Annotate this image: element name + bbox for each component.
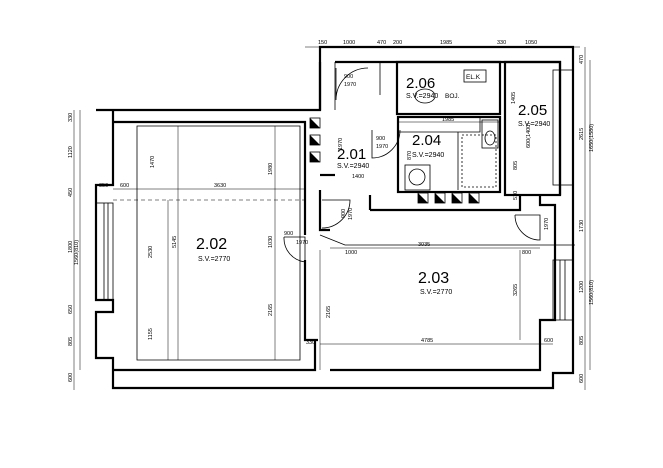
dim-350: 350 xyxy=(99,183,108,189)
dim-right-5: 1560(810) xyxy=(589,280,595,305)
dim-600b: 600 xyxy=(544,338,553,344)
dim-900d: 900 xyxy=(341,209,347,218)
windows xyxy=(95,69,574,321)
dim-top-4: 1985 xyxy=(440,40,452,46)
dim-1970e: 1970 xyxy=(544,218,550,230)
dim-1155: 1155 xyxy=(148,328,154,340)
room-2-01-height: S.V.=2940 xyxy=(337,163,369,170)
dim-right-4: 1200 xyxy=(579,281,585,293)
dim-left-6: 805 xyxy=(68,337,74,346)
dims-top: 150 1000 470 200 1985 330 1050 xyxy=(318,40,537,46)
dim-1470: 1470 xyxy=(150,156,156,168)
dim-top-2: 470 xyxy=(377,40,386,46)
dim-600a: 600 xyxy=(120,183,129,189)
dim-1030: 1030 xyxy=(268,236,274,248)
room-2-01-label: 2.01 xyxy=(337,146,366,163)
dim-top-3: 200 xyxy=(393,40,402,46)
tag-boj: BOJ. xyxy=(445,93,460,100)
dim-right-6: 805 xyxy=(579,336,585,345)
dim-top-0: 150 xyxy=(318,40,327,46)
dimension-lines xyxy=(73,46,591,390)
dim-900b: 900 xyxy=(376,136,385,142)
room-2-05-height: S.V.=2940 xyxy=(518,121,550,128)
dim-2165a: 2165 xyxy=(268,304,274,316)
room-2-02-label: 2.02 xyxy=(196,236,227,253)
dims-right: 470 2615 1650(1580) 1730 1200 1560(810) … xyxy=(579,55,595,383)
dim-right-7: 600 xyxy=(579,374,585,383)
dims-left: 330 1120 450 1800 1560(810) 650 805 600 xyxy=(68,113,80,382)
dim-left-7: 600 xyxy=(68,373,74,382)
room-2-06-height: S.V.=2940 xyxy=(406,93,438,100)
dim-510: 510 xyxy=(513,191,519,200)
dim-805: 805 xyxy=(513,161,519,170)
dim-870: 870 xyxy=(407,151,413,160)
dim-1000: 1000 xyxy=(345,250,357,256)
dim-right-3: 1730 xyxy=(579,220,585,232)
dim-1970b: 1970 xyxy=(376,144,388,150)
dim-top-6: 1050 xyxy=(525,40,537,46)
dim-1405: 1405 xyxy=(511,92,517,104)
room-2-03-label: 2.03 xyxy=(418,270,449,287)
dim-top-1: 1000 xyxy=(343,40,355,46)
dim-600-1400: 600(1400) xyxy=(526,123,532,148)
dim-left-2: 450 xyxy=(68,188,74,197)
dim-1970f: 1970 xyxy=(338,138,344,150)
dim-left-1: 1120 xyxy=(68,146,74,158)
dim-330: 330 xyxy=(306,340,315,346)
room-2-06-label: 2.06 xyxy=(406,75,435,92)
fixtures xyxy=(404,69,499,191)
dim-left-4: 1560(810) xyxy=(74,240,80,265)
dim-3630: 3630 xyxy=(214,183,226,189)
dim-right-0: 470 xyxy=(579,55,585,64)
room-2-04-label: 2.04 xyxy=(412,132,441,149)
doors xyxy=(283,67,541,263)
dim-left-0: 330 xyxy=(68,113,74,122)
dim-1985: 1985 xyxy=(442,117,454,123)
dim-right-2: 1650(1580) xyxy=(589,124,595,152)
dim-2530: 2530 xyxy=(148,246,154,258)
dim-1400: 1400 xyxy=(352,174,364,180)
dim-900a: 900 xyxy=(344,74,353,80)
dim-left-3: 1800 xyxy=(68,241,74,253)
room-labels: 2.06 S.V.=2940 2.05 S.V.=2940 2.04 S.V.=… xyxy=(196,74,550,296)
vent-blocks xyxy=(309,117,480,204)
outer-walls xyxy=(94,45,575,390)
dims-inner: 3630 350 600 1470 1980 2530 5145 1030 11… xyxy=(99,74,553,346)
dim-top-5: 330 xyxy=(497,40,506,46)
dim-1970d: 1970 xyxy=(348,208,354,220)
dim-800: 800 xyxy=(522,250,531,256)
dim-2165b: 2165 xyxy=(326,306,332,318)
dim-1970c: 1970 xyxy=(296,240,308,246)
dim-900c: 900 xyxy=(284,231,293,237)
dim-5145: 5145 xyxy=(172,236,178,248)
dim-right-1: 2615 xyxy=(579,128,585,140)
dim-1980: 1980 xyxy=(268,163,274,175)
dim-3035: 3035 xyxy=(418,242,430,248)
room-2-04-height: S.V.=2940 xyxy=(412,152,444,159)
tag-elk: EL.K xyxy=(466,74,481,81)
dim-3265: 3265 xyxy=(513,284,519,296)
room-2-05-label: 2.05 xyxy=(518,102,547,119)
dim-4785: 4785 xyxy=(421,338,433,344)
room-2-02-height: S.V.=2770 xyxy=(198,256,230,263)
dim-left-5: 650 xyxy=(68,305,74,314)
room-2-03-height: S.V.=2770 xyxy=(420,289,452,296)
dim-1970a: 1970 xyxy=(344,82,356,88)
